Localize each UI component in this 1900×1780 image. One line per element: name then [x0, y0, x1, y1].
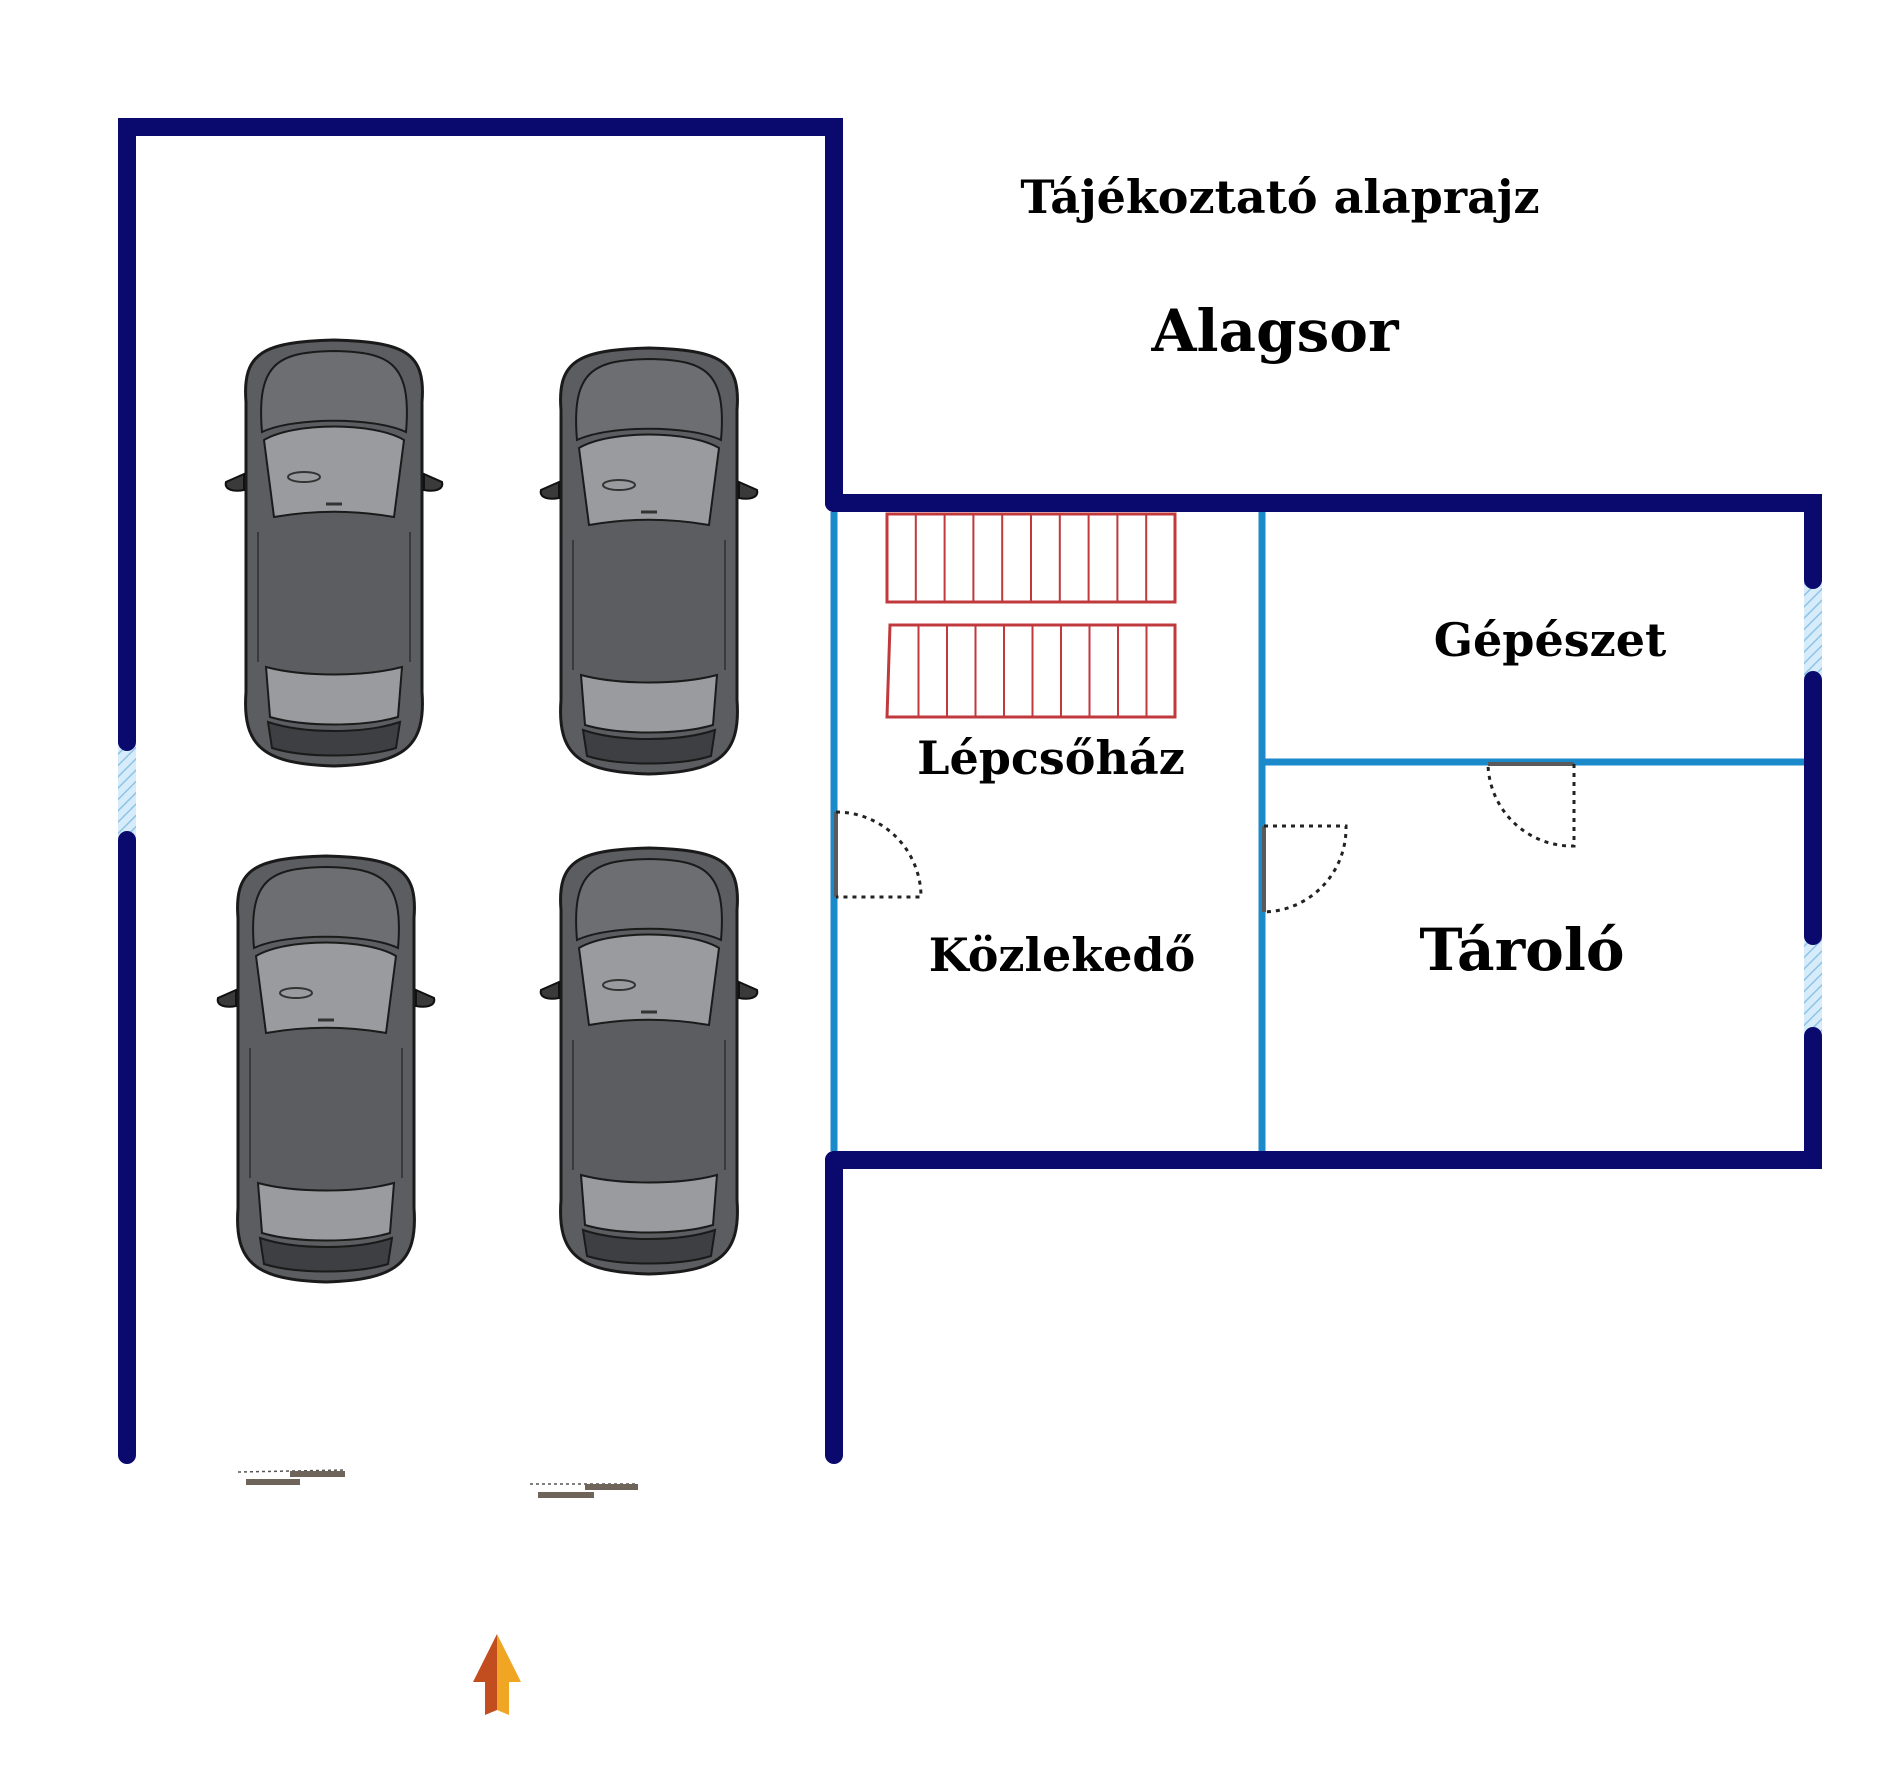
car-icon: [539, 846, 759, 1276]
room-label-stairwell: Lépcsőház: [917, 731, 1185, 785]
room-label-storage: Tároló: [1419, 916, 1624, 984]
room-label-corridor: Közlekedő: [929, 928, 1196, 982]
window-icon: [1804, 934, 1822, 1036]
door-icon: [834, 810, 923, 899]
garage-door-marker: [530, 1483, 638, 1498]
car-icon: [216, 854, 436, 1284]
door-icon: [1486, 762, 1576, 848]
north-arrow-icon: [473, 1634, 521, 1715]
interior-walls: [830, 512, 1804, 1151]
car-icon: [224, 338, 444, 768]
outer-walls: [118, 118, 1822, 1464]
stairs-icon: [885, 512, 1177, 719]
floor-label: Alagsor: [1150, 297, 1400, 365]
plan-title: Tájékoztató alaprajz: [1020, 170, 1539, 224]
door-icon: [1262, 824, 1348, 914]
window-icon: [118, 742, 136, 844]
window-icon: [1804, 578, 1822, 680]
room-label-mechanical: Gépészet: [1434, 613, 1667, 667]
car-icon: [539, 346, 759, 776]
garage-door-marker: [237, 1469, 346, 1485]
